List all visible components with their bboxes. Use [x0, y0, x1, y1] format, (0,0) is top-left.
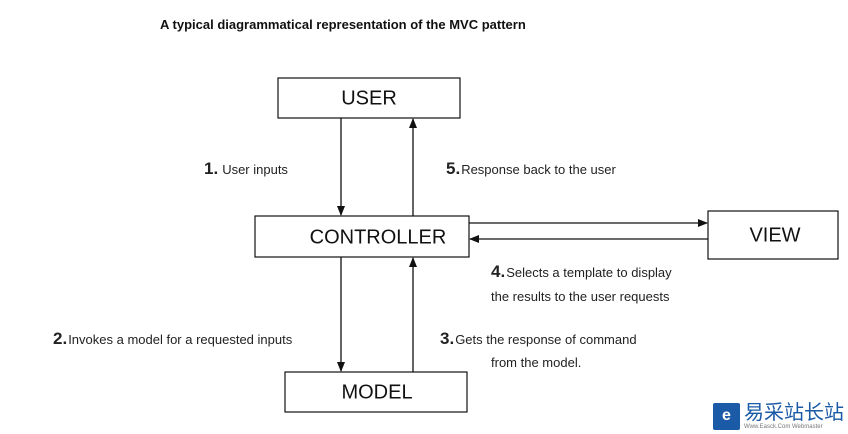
logo-icon: e [713, 402, 740, 430]
node-user-label: USER [341, 87, 397, 109]
watermark-text: 易采站长站 [744, 400, 844, 424]
edge-label-5: 5.Response back to the user [446, 159, 617, 178]
edge-label-3: 3.Gets the response of command [440, 329, 637, 348]
watermark-sub: Www.Easck.Com Webmaster [744, 424, 823, 430]
node-controller: CONTROLLER [254, 215, 470, 258]
watermark-logo: e 易采站长站 Www.Easck.Com Webmaster [713, 398, 848, 434]
node-user: USER [277, 77, 461, 119]
node-controller-label: CONTROLLER [310, 226, 447, 248]
node-model-label: MODEL [341, 381, 412, 403]
node-view-label: VIEW [749, 224, 800, 246]
edge-label-4-line2: the results to the user requests [491, 289, 670, 304]
edge-label-2: 2.Invokes a model for a requested inputs [53, 329, 293, 348]
watermark-text-group: 易采站长站 Www.Easck.Com Webmaster [744, 401, 844, 431]
edge-label-1: 1.User inputs [204, 159, 288, 178]
diagram-title: A typical diagrammatical representation … [160, 17, 526, 32]
edge-label-4: 4.Selects a template to display [491, 262, 672, 281]
edge-label-3-line2: from the model. [491, 355, 581, 370]
node-view: VIEW [707, 210, 839, 260]
node-model: MODEL [284, 371, 468, 413]
